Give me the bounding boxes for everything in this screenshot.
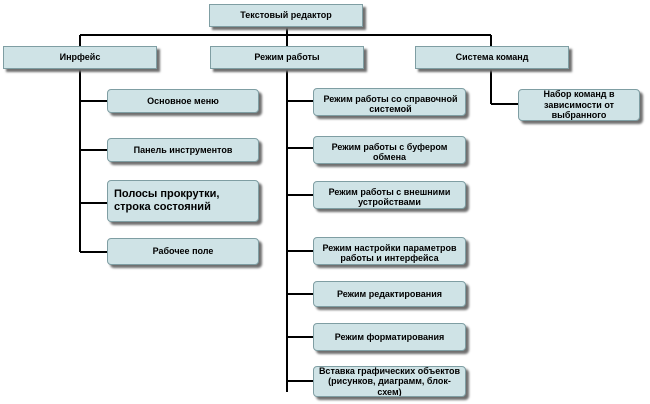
work-mode-item-formatting: Режим форматирования	[313, 323, 466, 351]
command-system-item-command-set: Набор команд в зависимости от выбранного	[518, 89, 640, 121]
work-mode-item-help: Режим работы со справочной системой	[313, 88, 466, 116]
column-header-work-mode: Режим работы	[210, 46, 364, 69]
interface-item-toolbar: Панель инструментов	[107, 138, 259, 162]
work-mode-item-settings: Режим настройки параметров работы и инте…	[313, 237, 466, 265]
column-header-command-system: Система команд	[415, 46, 569, 69]
column-header-interface: Инрфейс	[3, 46, 157, 69]
work-mode-item-external-devices: Режим работы с внешними устройствами	[313, 181, 466, 209]
interface-item-scrollbars-status: Полосы прокрутки, строка состояний	[107, 180, 259, 222]
interface-item-work-area: Рабочее поле	[107, 238, 259, 265]
work-mode-item-editing: Режим редактирования	[313, 281, 466, 307]
root-node: Текстовый редактор	[209, 4, 363, 27]
interface-item-main-menu: Основное меню	[107, 89, 259, 113]
work-mode-item-clipboard: Режим работы с буфером обмена	[313, 136, 466, 164]
work-mode-item-graphics: Вставка графических объектов (рисунков, …	[313, 366, 466, 397]
